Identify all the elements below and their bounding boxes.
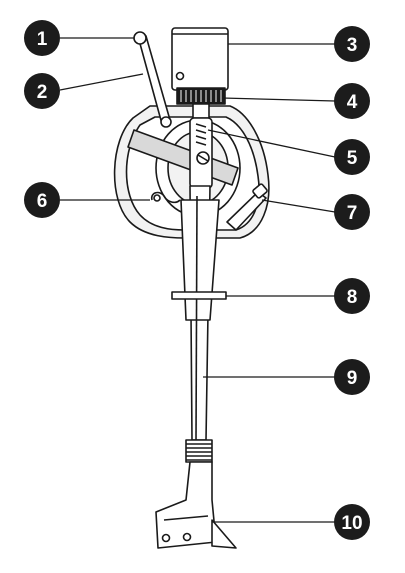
callout-number-6: 6	[37, 191, 48, 212]
leader-line-4	[221, 97, 336, 102]
lift-lever	[133, 31, 172, 128]
tone-arm-tube	[180, 185, 220, 441]
callout-badges: 1 2 3 4 5 6 7 8	[24, 20, 370, 540]
callout-number-10: 10	[341, 513, 362, 534]
callout-badge-3: 3	[334, 26, 370, 62]
callout-number-9: 9	[347, 368, 358, 389]
callout-badge-8: 8	[334, 278, 370, 314]
callout-badge-2: 2	[24, 73, 60, 109]
leader-line-5	[207, 129, 336, 158]
leader-lines	[59, 37, 336, 523]
anti-skate-hook	[150, 191, 181, 204]
callout-number-7: 7	[347, 203, 358, 224]
callout-number-8: 8	[347, 287, 358, 308]
callout-number-1: 1	[37, 29, 48, 50]
callout-number-2: 2	[37, 82, 48, 103]
arm-collar	[171, 291, 227, 300]
anti-skate-dial	[176, 87, 226, 119]
callout-badge-4: 4	[334, 83, 370, 119]
tonearm-illustration	[113, 27, 270, 549]
callout-number-5: 5	[347, 148, 358, 169]
headshell-connector	[185, 439, 213, 463]
arm-rest-clip	[226, 183, 268, 231]
callout-badge-6: 6	[24, 182, 60, 218]
callout-number-4: 4	[347, 92, 358, 113]
pivot-assembly	[189, 117, 213, 189]
callout-number-3: 3	[347, 35, 358, 56]
callout-badge-10: 10	[334, 504, 370, 540]
leader-line-2	[59, 73, 144, 91]
callout-badge-7: 7	[334, 194, 370, 230]
callout-badge-9: 9	[334, 359, 370, 395]
callout-badge-1: 1	[24, 20, 60, 56]
headshell	[155, 461, 237, 549]
callout-badge-5: 5	[334, 139, 370, 175]
leader-line-7	[261, 199, 336, 213]
counterweight	[171, 27, 229, 91]
